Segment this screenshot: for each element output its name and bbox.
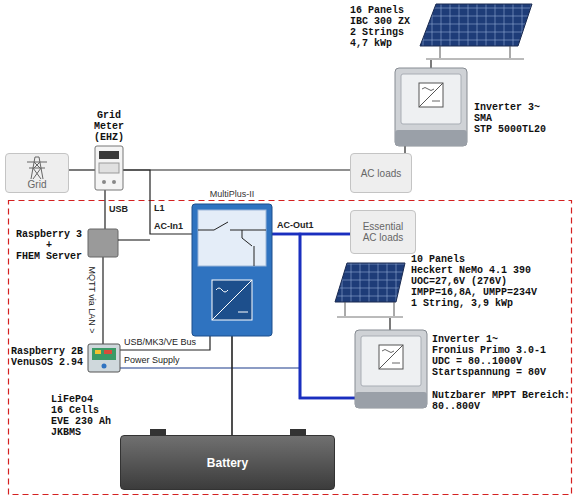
wire-label: L1 <box>154 203 165 213</box>
wire <box>389 318 390 330</box>
multiplus-icon <box>192 204 272 336</box>
text-group: Raspberry 2BVenusOS 2.94 <box>11 346 83 368</box>
wire <box>120 336 210 350</box>
text-group: MultiPlus-II <box>210 189 255 199</box>
node-label: UDC = 80..1000V <box>432 356 546 367</box>
solar-panel-icon <box>420 4 532 59</box>
node-label: MultiPlus-II <box>210 189 255 199</box>
node-label: Startspannung = 80V <box>432 367 546 378</box>
text-group: Nutzbarer MPPT Bereich:80..800V <box>432 390 570 412</box>
battery-terminal <box>150 429 166 435</box>
node-label: Fronius Primo 3.0-1 <box>432 345 546 356</box>
dashed-region <box>9 201 572 495</box>
node-label: 16 Cells <box>51 405 111 416</box>
text-group: Inverter 3~SMASTP 5000TL20 <box>474 102 546 135</box>
node-label: AC loads <box>361 168 402 179</box>
node-label: 4,7 kWp <box>350 38 410 49</box>
wire <box>430 60 431 68</box>
inverter-icon <box>355 330 427 408</box>
node-label: LiFePo4 <box>51 394 111 405</box>
node-label: FHEM Server <box>16 251 82 262</box>
pylon-icon <box>27 157 47 179</box>
node-label: Battery <box>207 456 248 470</box>
wire <box>102 257 103 344</box>
node-label: STP 5000TL20 <box>474 124 546 135</box>
wire-label: USB <box>109 204 128 214</box>
inverter-icon <box>395 68 467 146</box>
node-label: EVE 230 Ah <box>51 416 111 427</box>
power-wire <box>118 239 150 240</box>
node-label: Raspberry 3 <box>16 229 82 240</box>
wire-label: MQTT via LAN > <box>87 266 97 333</box>
node-label: 16 Panels <box>350 5 410 16</box>
wire <box>123 170 192 234</box>
text-group: AC loads <box>361 168 402 179</box>
wire <box>104 190 105 229</box>
node-label: IMPP=16,8A, UMPP=234V <box>411 287 537 298</box>
node-label: + <box>16 240 82 251</box>
raspberry-icon <box>88 229 118 257</box>
node-label: SMA <box>474 113 546 124</box>
load-box: Essential AC loads <box>350 210 416 254</box>
meter-icon <box>95 146 123 190</box>
text-group: 16 PanelsIBC 300 ZX2 Strings4,7 kWp <box>350 5 410 49</box>
solar-panel-icon <box>335 263 405 317</box>
wire <box>272 234 355 398</box>
node-label: 10 Panels <box>411 254 537 265</box>
node-label: 80..800V <box>432 401 570 412</box>
wire <box>231 336 233 435</box>
node-label: 2 Strings <box>350 27 410 38</box>
text-group: Grid <box>28 179 47 190</box>
wire <box>69 169 95 170</box>
text-group: Battery <box>207 456 248 470</box>
text-group: Inverter 1~Fronius Primo 3.0-1UDC = 80..… <box>432 334 546 378</box>
load-box: AC loads <box>350 153 412 193</box>
text-group: Grid Meter (EHZ) <box>94 110 124 143</box>
node-label: Inverter 1~ <box>432 334 546 345</box>
node-label: 1 String, 3,9 kWp <box>411 298 537 309</box>
node-label: Raspberry 2B <box>11 346 83 357</box>
battery-box: LiFePo416 CellsEVE 230 AhJKBMSBattery <box>120 435 335 490</box>
wire-label: USB/MK3/VE Bus <box>124 337 196 347</box>
wire <box>300 234 355 398</box>
node-label: Essential AC loads <box>355 221 411 243</box>
port-label: AC-In1 <box>154 221 183 231</box>
node-label: IBC 300 ZX <box>350 16 410 27</box>
node-label: Heckert NeMo 4.1 390 <box>411 265 537 276</box>
text-group: LiFePo416 CellsEVE 230 AhJKBMS <box>51 394 111 438</box>
wire-label: Power Supply <box>124 355 180 365</box>
battery-terminal <box>290 429 306 435</box>
node-label: Grid <box>28 179 47 190</box>
text-group: Essential AC loads <box>355 221 411 243</box>
wire <box>404 146 405 153</box>
node-label: UOC=27,6V (276V) <box>411 276 537 287</box>
node-label: Nutzbarer MPPT Bereich: <box>432 390 570 401</box>
node-label: Grid Meter (EHZ) <box>94 110 124 143</box>
node-label: Inverter 3~ <box>474 102 546 113</box>
text-group: 10 PanelsHeckert NeMo 4.1 390UOC=27,6V (… <box>411 254 537 309</box>
wire <box>123 169 350 170</box>
node-label: JKBMS <box>51 427 111 438</box>
raspberry-icon <box>88 344 120 372</box>
text-group: Raspberry 3+FHEM Server <box>16 229 82 262</box>
node-label: VenusOS 2.94 <box>11 357 83 368</box>
wire-label: AC-Out1 <box>277 220 314 230</box>
